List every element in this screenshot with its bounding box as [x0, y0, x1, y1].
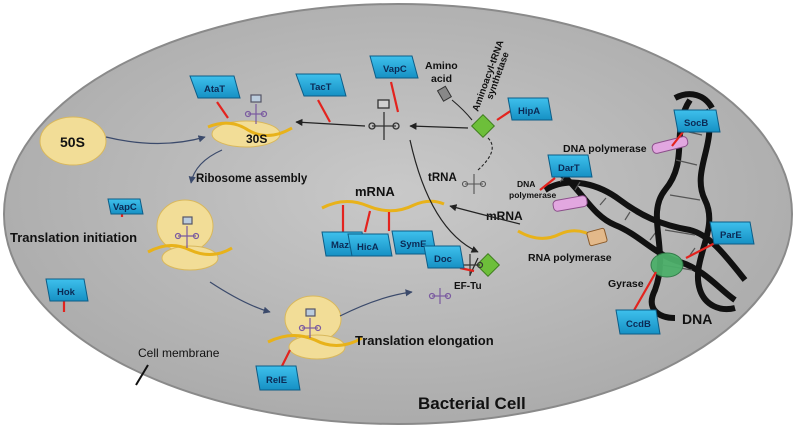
- rna-polymerase-icon: [586, 227, 608, 247]
- arrow-ef-tu-to-elongation: [469, 257, 479, 276]
- arrow-to-elongation: [209, 281, 271, 314]
- dna-polymerase-top-icon: [651, 136, 689, 154]
- cell-membrane-label: Cell membrane: [138, 346, 220, 360]
- svg-text:DarT: DarT: [558, 163, 580, 174]
- svg-text:RelE: RelE: [266, 375, 287, 386]
- toxin-hica: HicA: [347, 233, 393, 257]
- svg-text:VapC: VapC: [113, 202, 137, 213]
- toxin-doc: Doc: [423, 245, 465, 269]
- arrow-trna-release: [339, 289, 413, 317]
- arrow-ribosome-assembly: [105, 135, 206, 145]
- svg-text:Doc: Doc: [434, 254, 452, 265]
- dna-label: DNA: [682, 311, 712, 327]
- toxin-hipa: HipA: [507, 97, 553, 121]
- free-trna-icon: [461, 174, 487, 194]
- svg-text:VapC: VapC: [383, 64, 407, 75]
- dna-polymerase-small-label-1: DNA: [517, 179, 535, 189]
- cell-title: Bacterial Cell: [418, 394, 526, 413]
- svg-text:ParE: ParE: [720, 230, 742, 241]
- svg-text:MazF: MazF: [331, 240, 355, 251]
- arrow-synthetase-to-30s: [409, 122, 469, 130]
- cell-membrane-pointer: [135, 364, 149, 386]
- svg-text:CcdB: CcdB: [626, 319, 651, 330]
- initiation-ribosome-small: [161, 245, 219, 271]
- trna-30s-icon: [244, 94, 268, 124]
- ribosome-50s: [39, 116, 107, 166]
- gyrase-label: Gyrase: [608, 278, 644, 290]
- svg-text:Hok: Hok: [57, 287, 76, 298]
- mrna-transcript: [517, 229, 597, 240]
- ef-tu-icon: [475, 252, 501, 278]
- toxin-pare: ParE: [709, 221, 755, 245]
- translation-initiation-label: Translation initiation: [10, 230, 137, 245]
- amino-acid-icon: [436, 85, 453, 102]
- mrna-center-strand: [321, 199, 445, 213]
- inhibition-lines: [62, 81, 718, 367]
- arrow-mrna-to-center: [449, 204, 521, 225]
- dna-polymerase-small-label-2: polymerase: [509, 190, 557, 200]
- ribosome-assembly-label: Ribosome assembly: [196, 173, 308, 185]
- dna-helix-left-rungs: [559, 175, 696, 256]
- toxin-socb: SocB: [673, 109, 721, 133]
- ribosome-30s-label: 30S: [246, 132, 267, 146]
- dna-polymerase-top-label: DNA polymerase: [563, 143, 647, 155]
- arrow-to-initiation: [188, 149, 223, 184]
- gyrase-icon: [650, 252, 684, 278]
- toxin-vapc-top: VapC: [369, 55, 419, 79]
- mrna-right-label: mRNA: [486, 209, 523, 223]
- arrow-trna-to-synthetase: [477, 137, 493, 171]
- translation-elongation-label: Translation elongation: [355, 333, 494, 348]
- ef-tu-label: EF-Tu: [454, 281, 482, 292]
- svg-text:TacT: TacT: [310, 82, 332, 93]
- svg-text:HicA: HicA: [357, 242, 379, 253]
- arrow-to-ef-tu: [409, 139, 479, 253]
- arrow-trna-to-30s: [295, 118, 366, 127]
- arrow-amino-to-synthetase: [451, 99, 473, 121]
- synthetase-icon: [470, 113, 496, 139]
- rna-polymerase-label: RNA polymerase: [528, 252, 612, 264]
- cell-body: [3, 3, 793, 425]
- svg-text:SocB: SocB: [684, 118, 708, 129]
- dna-polymerase-bottom-icon: [552, 195, 588, 212]
- initiation-mrna: [147, 244, 233, 256]
- elongation-mrna: [267, 334, 363, 347]
- mrna-30s: [207, 121, 293, 137]
- svg-text:HipA: HipA: [518, 106, 540, 117]
- toxin-dart: DarT: [547, 154, 593, 178]
- mrna-center-label: mRNA: [355, 184, 395, 199]
- amino-acid-label-1: Amino: [425, 60, 458, 72]
- toxin-ccdb: CcdB: [615, 309, 661, 335]
- released-trna-icon: [428, 288, 452, 304]
- toxin-tact: TacT: [295, 73, 347, 97]
- toxin-vapc-left: VapC: [107, 198, 144, 215]
- svg-text:AtaT: AtaT: [204, 84, 225, 95]
- toxin-hok: Hok: [45, 278, 89, 302]
- toxin-rele: RelE: [255, 365, 301, 391]
- elongation-ribosome-small: [288, 334, 346, 360]
- elongation-trna-icon: [298, 308, 322, 338]
- trna-label: tRNA: [428, 172, 457, 184]
- amino-acid-label-2: acid: [431, 73, 452, 85]
- ribosome-50s-label: 50S: [60, 134, 85, 150]
- toxin-atat: AtaT: [189, 75, 241, 99]
- initiation-ribosome-large: [156, 199, 214, 253]
- charged-trna-icon: [368, 99, 400, 140]
- svg-text:SymE: SymE: [400, 239, 426, 250]
- initiation-trna-icon: [174, 216, 200, 248]
